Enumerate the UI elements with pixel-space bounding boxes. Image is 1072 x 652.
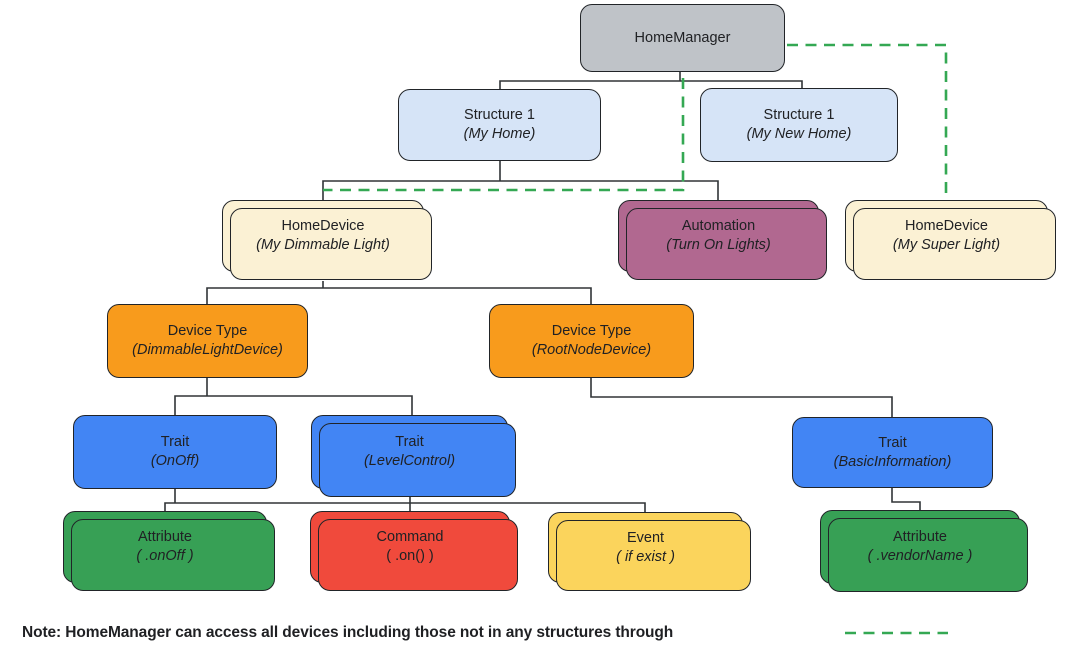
node-subtitle: (LevelControl) bbox=[363, 453, 456, 469]
node-title: HomeDevice bbox=[281, 218, 365, 234]
node-attribute-vendorname: Attribute ( .vendorName ) bbox=[820, 510, 1028, 592]
node-title: Trait bbox=[395, 434, 424, 450]
node-title: Trait bbox=[878, 434, 907, 451]
node-title: Automation bbox=[681, 218, 756, 234]
node-subtitle: (My New Home) bbox=[746, 126, 852, 142]
node-subtitle: (Turn On Lights) bbox=[666, 237, 771, 253]
node-device-type-rootnode: Device Type (RootNodeDevice) bbox=[489, 304, 694, 378]
node-title: Device Type bbox=[167, 323, 248, 339]
node-title: Attribute bbox=[893, 529, 947, 545]
node-home-manager: HomeManager bbox=[580, 4, 785, 72]
node-trait-onoff: Trait (OnOff) bbox=[73, 415, 277, 489]
node-subtitle: ( .onOff ) bbox=[136, 548, 194, 564]
node-title: Attribute bbox=[138, 529, 192, 545]
node-subtitle: (RootNodeDevice) bbox=[531, 342, 652, 358]
node-title: Structure 1 bbox=[464, 107, 535, 123]
node-subtitle: ( .vendorName ) bbox=[867, 548, 973, 564]
node-subtitle: (My Super Light) bbox=[892, 237, 1001, 253]
node-event-ifexist: Event ( if exist ) bbox=[548, 512, 751, 591]
node-command-on: Command ( .on() ) bbox=[310, 511, 518, 591]
node-subtitle: (DimmableLightDevice) bbox=[132, 342, 283, 358]
node-subtitle: ( .on() ) bbox=[386, 548, 434, 564]
node-title: HomeManager bbox=[634, 29, 731, 46]
node-trait-levelcontrol: Trait (LevelControl) bbox=[311, 415, 516, 497]
node-subtitle: (OnOff) bbox=[150, 453, 200, 469]
node-title: Structure 1 bbox=[763, 107, 835, 123]
node-device-type-dimmable: Device Type (DimmableLightDevice) bbox=[107, 304, 308, 378]
node-structure-my-new-home: Structure 1 (My New Home) bbox=[700, 88, 898, 162]
node-automation: Automation (Turn On Lights) bbox=[618, 200, 827, 280]
node-title: Trait bbox=[160, 434, 190, 450]
footer-note: Note: HomeManager can access all devices… bbox=[22, 624, 674, 641]
node-structure-my-home: Structure 1 (My Home) bbox=[398, 89, 601, 161]
node-home-device-dimmable: HomeDevice (My Dimmable Light) bbox=[222, 200, 432, 280]
node-subtitle: ( if exist ) bbox=[616, 548, 675, 565]
node-subtitle: (My Home) bbox=[463, 126, 536, 142]
node-subtitle: (My Dimmable Light) bbox=[256, 237, 390, 253]
node-title: Command bbox=[376, 529, 444, 545]
node-title: HomeDevice bbox=[905, 218, 988, 234]
node-trait-basicinformation: Trait (BasicInformation) bbox=[792, 417, 993, 488]
node-home-device-super: HomeDevice (My Super Light) bbox=[845, 200, 1056, 280]
node-subtitle: (BasicInformation) bbox=[833, 453, 952, 470]
node-title: Device Type bbox=[551, 323, 632, 339]
node-title: Event bbox=[626, 529, 665, 546]
node-attribute-onoff: Attribute ( .onOff ) bbox=[63, 511, 275, 591]
